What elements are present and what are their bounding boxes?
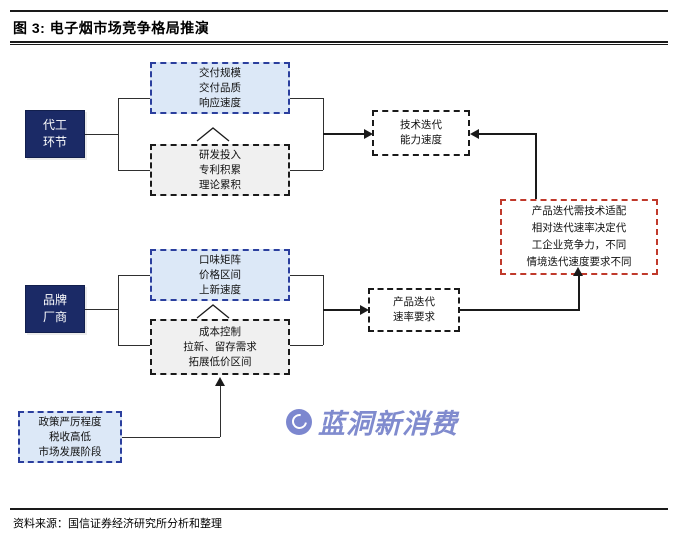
arrow-summary-to-tech [470, 129, 479, 139]
header-rule-bottom [10, 41, 668, 43]
chevron-up-icon-brand [196, 303, 230, 324]
connector-oem-split-vertical [118, 98, 119, 170]
node-brand-role[interactable]: 品牌 厂商 [25, 285, 85, 333]
node-oem-delivery-line-1: 交付品质 [199, 81, 241, 94]
connector-brand-merge-top [290, 275, 323, 276]
node-policy-env-line-1: 税收高低 [49, 430, 91, 443]
header-rule-bottom-thin [10, 44, 668, 45]
node-brand-role-line-0: 品牌 [42, 293, 67, 307]
node-summary-line-2: 工企业竞争力，不同 [531, 239, 627, 251]
node-policy-env-line-2: 市场发展阶段 [38, 445, 102, 458]
node-brand-product-line-2: 上新速度 [199, 283, 241, 296]
node-oem-rnd-line-2: 理论累积 [199, 178, 241, 191]
connector-brand-split-vertical [118, 275, 119, 345]
connector-oem-to-tech [323, 133, 369, 135]
node-policy-env[interactable]: 政策严厉程度 税收高低 市场发展阶段 [18, 411, 122, 463]
node-tech-iteration[interactable]: 技术迭代 能力速度 [372, 110, 470, 156]
node-oem-role-line-1: 环节 [42, 135, 67, 149]
arrow-brand-to-product-iteration [360, 305, 369, 315]
connector-oem-arm-bottom [118, 170, 150, 171]
node-tech-iteration-line-0: 技术迭代 [400, 119, 442, 131]
node-brand-product-line-1: 价格区间 [199, 268, 241, 281]
arrow-into-summary-bottom [573, 267, 583, 276]
node-brand-cost-line-2: 拓展低价区间 [188, 355, 252, 368]
node-oem-delivery-line-2: 响应速度 [199, 96, 241, 109]
node-brand-role-line-1: 厂商 [42, 310, 67, 324]
source-note: 资料来源：国信证券经济研究所分析和整理 [13, 518, 222, 530]
node-brand-product[interactable]: 口味矩阵 价格区间 上新速度 [150, 249, 290, 301]
connector-policy-horizontal [122, 437, 220, 438]
node-summary[interactable]: 产品迭代需技术适配 相对迭代速率决定代 工企业竞争力，不同 情境迭代速度要求不同 [500, 199, 658, 275]
connector-summary-bottom-stub [578, 275, 580, 309]
connector-brand-arm-top [118, 275, 150, 276]
node-summary-line-3: 情境迭代速度要求不同 [526, 256, 632, 268]
node-oem-delivery[interactable]: 交付规模 交付品质 响应速度 [150, 62, 290, 114]
connector-brand-arm-bottom [118, 345, 150, 346]
chevron-up-icon-oem [196, 126, 230, 147]
node-oem-role-line-0: 代工 [42, 118, 67, 132]
connector-brand-role-stub [85, 309, 118, 310]
node-product-iteration-line-1: 速率要求 [393, 311, 435, 323]
node-oem-role[interactable]: 代工 环节 [25, 110, 85, 158]
header-rule-top [10, 10, 668, 12]
node-product-iteration[interactable]: 产品迭代 速率要求 [368, 288, 460, 332]
connector-oem-merge-bottom [290, 170, 323, 171]
watermark: 蓝洞新消费 [286, 402, 458, 441]
connector-policy-vertical [220, 385, 221, 437]
connector-summary-to-tech [478, 133, 536, 135]
connector-oem-role-stub [85, 134, 118, 135]
arrow-oem-to-tech [364, 129, 373, 139]
node-oem-rnd-line-1: 专利积累 [199, 163, 241, 176]
node-tech-iteration-line-1: 能力速度 [400, 134, 442, 146]
node-brand-cost-line-0: 成本控制 [199, 325, 241, 338]
watermark-text: 蓝洞新消费 [318, 409, 458, 440]
connector-summary-up-vertical [535, 133, 537, 199]
blue-hole-circle-logo-icon [286, 408, 312, 435]
node-policy-env-line-0: 政策严厉程度 [38, 415, 102, 428]
connector-oem-merge-top [290, 98, 323, 99]
arrow-policy-to-brand-cost [215, 377, 225, 386]
node-brand-cost[interactable]: 成本控制 拉新、留存需求 拓展低价区间 [150, 319, 290, 375]
node-oem-rnd[interactable]: 研发投入 专利积累 理论累积 [150, 144, 290, 196]
connector-summary-bottom-horizontal [505, 309, 580, 311]
node-oem-delivery-line-0: 交付规模 [199, 66, 241, 79]
figure-title: 图 3: 电子烟市场竞争格局推演 [13, 20, 210, 36]
connector-product-iteration-to-summary [460, 309, 505, 311]
node-brand-cost-line-1: 拉新、留存需求 [183, 340, 257, 353]
footer-rule [10, 508, 668, 510]
connector-brand-to-product-iteration [323, 309, 365, 311]
node-oem-rnd-line-0: 研发投入 [199, 148, 241, 161]
node-brand-product-line-0: 口味矩阵 [199, 253, 241, 266]
node-summary-line-0: 产品迭代需技术适配 [531, 205, 627, 217]
connector-oem-arm-top [118, 98, 150, 99]
node-summary-line-1: 相对迭代速率决定代 [531, 222, 627, 234]
connector-brand-merge-bottom [290, 345, 323, 346]
node-product-iteration-line-0: 产品迭代 [393, 296, 435, 308]
